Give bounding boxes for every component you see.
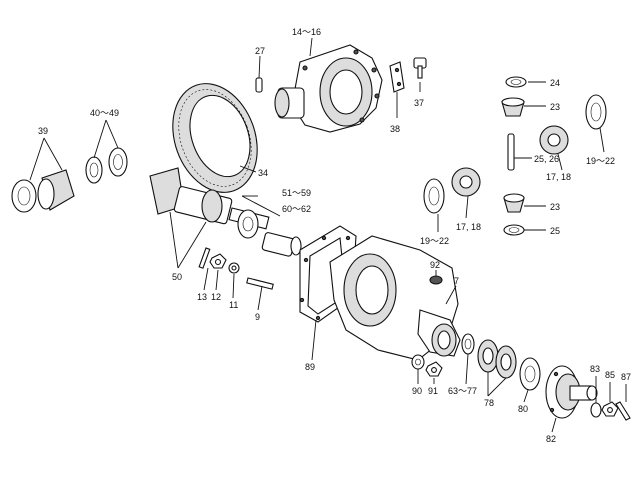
companion-flange-82 [545,365,598,419]
callout-19-22-top: 19～22 [586,156,615,166]
shim-63-77 [461,333,475,355]
bearing-78 [477,339,517,379]
callout-25: 25 [550,226,560,236]
callout-17-18-top: 17, 18 [546,172,571,182]
side-gear-17-18-top [539,125,569,155]
pin-27 [255,77,263,93]
bolt-37 [413,57,427,79]
callout-39: 39 [38,126,48,136]
callout-51-59: 51～59 [282,188,311,198]
callout-labels: 14～16 27 37 38 24 23 19～22 25, 26 17, 18… [38,27,631,444]
shaft-25 [507,133,515,171]
washer-90 [411,354,425,370]
callout-89: 89 [305,362,315,372]
callout-13: 13 [197,292,207,302]
washer-11 [228,262,240,274]
callout-27: 27 [255,46,265,56]
callout-85: 85 [605,370,615,380]
callout-23-top: 23 [550,102,560,112]
carrier-housing [329,235,461,361]
thrust-washer-25 [503,224,525,236]
bearing-39 [11,169,75,213]
callout-78: 78 [484,398,494,408]
callout-23-low: 23 [550,202,560,212]
washer-19-22-mid [423,178,445,214]
callout-91: 91 [428,386,438,396]
callout-80: 80 [518,404,528,414]
callout-63-77: 63～77 [448,386,477,396]
callout-50: 50 [172,272,182,282]
plug-92 [429,275,443,285]
callout-25-26: 25, 26 [534,154,559,164]
nut-12 [209,253,227,269]
callout-37: 37 [414,98,424,108]
callout-7: 7 [454,276,459,286]
cotter-pin-87 [615,401,631,421]
nut-85 [601,401,619,417]
spacer-60-62 [261,232,302,257]
stud-13 [198,247,211,269]
callout-34: 34 [258,168,268,178]
callout-14-16: 14～16 [292,27,321,37]
callout-83: 83 [590,364,600,374]
pinion-gear-23-low [503,193,525,213]
shim-40-49 [85,147,128,184]
callout-60-62: 60～62 [282,204,311,214]
callout-38: 38 [390,124,400,134]
nut-91 [425,361,443,377]
callout-24: 24 [550,78,560,88]
lock-plate-38 [389,61,405,93]
callout-87: 87 [621,372,631,382]
leader-lines [29,37,627,433]
washer-19-22-top [585,94,607,130]
pinion-gear-23-top [501,97,525,117]
differential-case [274,44,383,133]
washer-83 [590,402,602,418]
bearing-51-59 [237,209,259,239]
drive-pinion [149,167,270,230]
callout-19-22-mid: 19～22 [420,236,449,246]
oil-seal-80 [519,357,541,391]
thrust-washer-24 [505,76,527,88]
callout-9: 9 [255,312,260,322]
callout-90: 90 [412,386,422,396]
callout-82: 82 [546,434,556,444]
callout-11: 11 [229,300,238,310]
ring-gear [172,83,258,193]
callout-17-18-mid: 17, 18 [456,222,481,232]
callout-12: 12 [211,292,221,302]
callout-40-49: 40～49 [90,108,119,118]
callout-92: 92 [430,260,440,270]
stud-9 [246,277,274,290]
side-gear-17-18-mid [451,167,481,197]
